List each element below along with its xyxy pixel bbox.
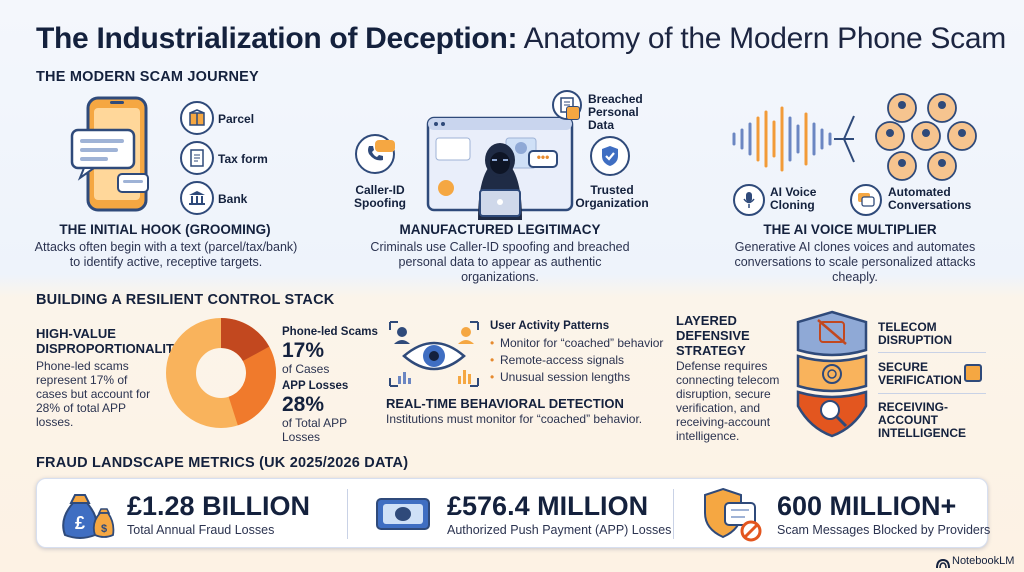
svg-text:£: £ [75, 513, 85, 533]
bank-icon [180, 181, 214, 215]
padlock-icon [964, 364, 982, 382]
control-heading: BUILDING A RESILIENT CONTROL STACK [36, 292, 335, 308]
legit-desc: Criminals use Caller-ID spoofing and bre… [370, 240, 630, 284]
clone-label: AI Voice Cloning [770, 185, 817, 212]
layer-divider [878, 352, 986, 353]
banknote-icon [375, 495, 431, 533]
blocked-message-icon [703, 487, 763, 543]
behav-heading: REAL-TIME BEHAVIORAL DETECTION [386, 396, 624, 411]
layer-telecom: TELECOM DISRUPTION [878, 320, 953, 347]
donut-a-label: Phone-led Scams [282, 326, 378, 338]
metric-value: 600 MILLION+ [777, 491, 957, 521]
money-bag-icon: £ $ [59, 489, 115, 541]
hook-title: THE INITIAL HOOK (GROOMING) [59, 222, 271, 237]
metrics-heading: FRAUD LANDSCAPE METRICS (UK 2025/2026 DA… [36, 455, 409, 471]
metric-label: Authorized Push Payment (APP) Losses [447, 523, 672, 537]
behav-item: Monitor for “coached” behavior [490, 335, 663, 352]
layered-shield-icon [794, 310, 870, 438]
layered-desc: Defense requires connecting telecom disr… [676, 359, 780, 443]
phone-illustration [70, 96, 170, 214]
tax-form-icon [180, 141, 214, 175]
shield-check-icon [590, 136, 630, 176]
metric-value: £576.4 MILLION [447, 491, 649, 521]
behav-list: Monitor for “coached” behavior Remote-ac… [490, 335, 663, 386]
metric-label: Scam Messages Blocked by Providers [777, 523, 991, 537]
people-network-icon [862, 88, 982, 188]
metric-value: £1.28 BILLION [127, 491, 311, 521]
hacker-illustration [426, 116, 574, 220]
metrics-card: £ $ £1.28 BILLION Total Annual Fraud Los… [36, 478, 991, 548]
soundwave-icon [730, 104, 858, 174]
chat-bubble-icon: ••• [528, 150, 558, 168]
behav-desc: Institutions must monitor for “coached” … [386, 412, 643, 426]
behav-item: Unusual session lengths [490, 369, 663, 386]
layer-divider [878, 393, 986, 394]
journey-heading: THE MODERN SCAM JOURNEY [36, 69, 259, 85]
brand-label: NotebookLM [952, 555, 1015, 567]
layer-receiving: RECEIVING-ACCOUNT INTELLIGENCE [878, 400, 967, 440]
metric-divider [347, 489, 348, 539]
breached-label: Breached Personal Data [588, 92, 643, 132]
tax-form-label: Tax form [218, 152, 268, 166]
svg-text:$: $ [101, 523, 107, 535]
hook-desc: Attacks often begin with a text (parcel/… [34, 240, 298, 269]
trusted-label: Trusted Organization [575, 183, 649, 210]
auto-label: Automated Conversations [888, 185, 972, 212]
donut-b-sub: of Total APP Losses [282, 416, 347, 444]
eye-monitor-icon [386, 318, 482, 390]
donut-b-value: 28% [282, 393, 325, 416]
parcel-label: Parcel [218, 112, 255, 126]
disp-title: HIGH-VALUE DISPROPORTIONALITY [36, 326, 183, 356]
metric-divider [673, 489, 674, 539]
ai-desc: Generative AI clones voices and automate… [734, 240, 976, 284]
behav-title: User Activity Patterns [490, 320, 610, 332]
spoof-label: Caller-ID Spoofing [354, 183, 406, 210]
disp-desc: Phone-led scams represent 17% of cases b… [36, 359, 151, 429]
notebooklm-logo-icon [936, 556, 950, 569]
ai-title: THE AI VOICE MULTIPLIER [763, 222, 937, 237]
layer-secure: SECURE VERIFICATION [878, 360, 962, 387]
legit-title: MANUFACTURED LEGITIMACY [399, 222, 601, 237]
parcel-icon [180, 101, 214, 135]
layered-title: LAYERED DEFENSIVE STRATEGY [676, 313, 750, 358]
donut-a-value: 17% [282, 339, 325, 362]
bank-label: Bank [218, 192, 248, 206]
donut-chart [166, 318, 276, 428]
lock-icon [566, 106, 580, 120]
behav-item: Remote-access signals [490, 352, 663, 369]
chat-icon [850, 184, 882, 216]
page-title: The Industrialization of Deception: Anat… [36, 22, 1006, 55]
metric-label: Total Annual Fraud Losses [127, 523, 275, 537]
spoof-bubble-icon [375, 140, 395, 152]
donut-a-sub: of Cases [282, 362, 330, 376]
donut-b-label: APP Losses [282, 380, 349, 392]
microphone-icon [733, 184, 765, 216]
